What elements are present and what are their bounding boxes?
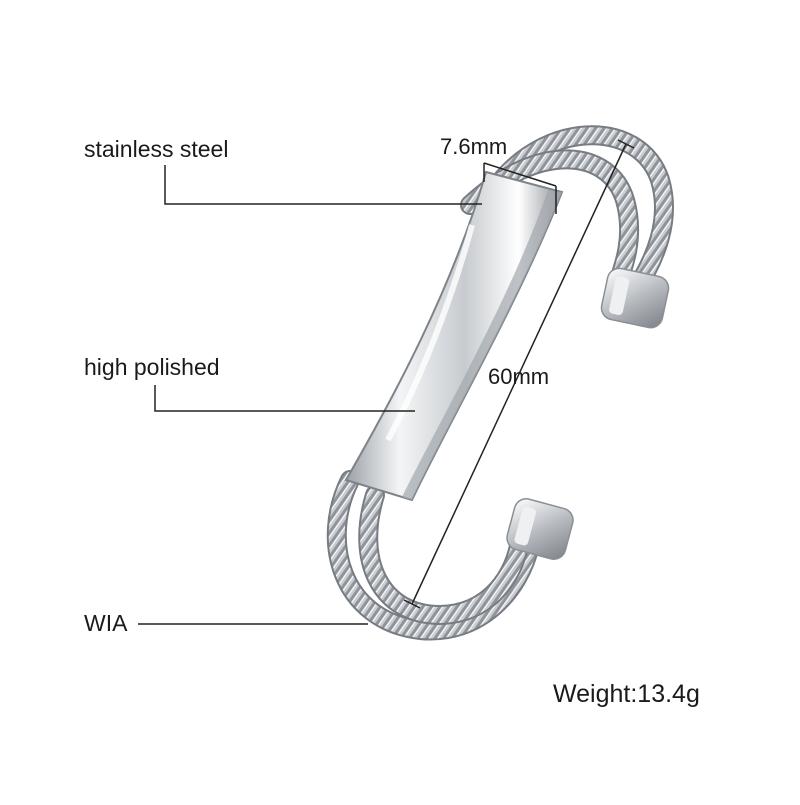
end-cap-upper <box>600 267 670 329</box>
end-cap-lower <box>506 498 574 560</box>
length-dimension-line <box>411 143 627 605</box>
brand-label: WIA <box>84 610 128 636</box>
material-leader <box>164 165 482 205</box>
length-dimension-label: 60mm <box>488 364 550 389</box>
cable-strands <box>326 125 674 641</box>
width-dimension-label: 7.6mm <box>440 134 508 159</box>
weight-label: Weight:13.4g <box>553 680 700 708</box>
material-label: stainless steel <box>84 136 229 162</box>
finish-label: high polished <box>84 354 220 380</box>
id-plate <box>344 170 564 502</box>
callout-lines <box>138 139 635 625</box>
width-marker-top <box>483 162 557 187</box>
finish-leader <box>154 385 415 412</box>
